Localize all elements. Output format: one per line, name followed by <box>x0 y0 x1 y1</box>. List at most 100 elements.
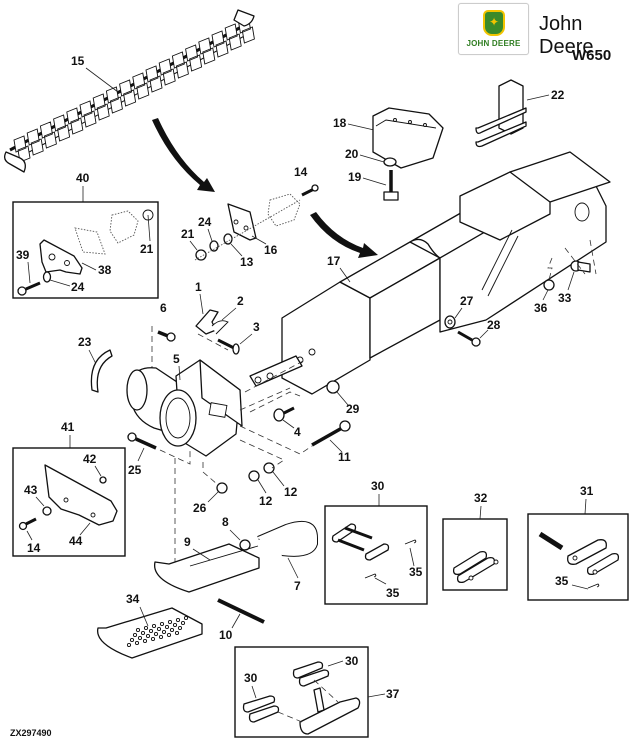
part-25-bolt <box>127 432 157 450</box>
part-19-bolt <box>383 170 399 201</box>
leader-44 <box>79 522 91 536</box>
leader-4 <box>282 419 295 429</box>
leader-31 <box>584 498 587 515</box>
callout-21a: 21 <box>140 242 154 256</box>
callout-44: 44 <box>69 534 83 548</box>
chain-paddle <box>79 100 97 128</box>
leader-27 <box>454 307 463 319</box>
callout-37: 37 <box>386 687 400 701</box>
part-21-nut-2 <box>195 249 207 261</box>
chain-paddle <box>66 107 84 135</box>
callout-30b: 30 <box>345 654 359 668</box>
u-bolt-inner <box>257 522 317 556</box>
callout-24b: 24 <box>198 215 212 229</box>
logo-text: JOHN DEERE <box>466 39 521 48</box>
callout-4: 4 <box>294 425 301 439</box>
callout-22: 22 <box>551 88 565 102</box>
part-23-shield-ring <box>90 349 113 393</box>
part-32-roller-link <box>452 550 499 584</box>
john-deere-logo: ✦ JOHN DEERE <box>458 3 529 55</box>
callout-15: 15 <box>71 54 85 68</box>
leader-15 <box>85 67 119 93</box>
perforation-hole <box>148 628 154 634</box>
leader-29 <box>336 391 349 406</box>
part-10-rod <box>217 598 265 624</box>
part-attachment-link <box>299 687 361 735</box>
leader-43 <box>35 496 45 507</box>
leader-23 <box>88 349 97 365</box>
perforation-hole <box>151 623 157 629</box>
part-12-nut-b <box>248 470 260 482</box>
leader-21b <box>189 240 198 251</box>
leader-30c <box>251 685 257 699</box>
chain-paddle <box>92 93 110 121</box>
reference-code: ZX297490 <box>10 728 52 738</box>
part-9-shield <box>154 543 260 593</box>
leader-7 <box>287 557 299 579</box>
guide-36 <box>547 257 553 281</box>
perforation-hole <box>142 638 148 644</box>
guide-12 <box>239 439 285 469</box>
callout-11: 11 <box>338 450 351 464</box>
part-24-washer <box>42 271 52 283</box>
guide-11 <box>239 425 313 455</box>
leader-12a <box>272 471 285 487</box>
callout-12a: 12 <box>284 485 298 499</box>
leader-35a <box>409 547 415 567</box>
callout-24a: 24 <box>71 280 85 294</box>
leader-13 <box>230 243 243 257</box>
part-24-washer-2 <box>209 240 219 252</box>
flight-outline-2 <box>267 193 301 227</box>
leader-30b <box>327 660 344 667</box>
perforation-hole <box>166 632 172 638</box>
part-29-nut <box>326 380 340 394</box>
brand-title: John Deere <box>539 13 594 58</box>
leader-25 <box>137 447 145 462</box>
chain-paddle <box>198 37 216 65</box>
perforation-hole <box>143 625 149 631</box>
callout-20: 20 <box>345 147 359 161</box>
leader-11 <box>329 439 343 453</box>
callout-17: 17 <box>327 254 341 268</box>
part-28-bolt <box>457 330 481 347</box>
paddle-outline <box>74 227 106 255</box>
part-1-latch <box>195 309 219 335</box>
perforation-hole <box>183 615 189 621</box>
callout-9: 9 <box>184 535 191 549</box>
callout-1: 1 <box>195 280 202 294</box>
callout-34: 34 <box>126 592 140 606</box>
leader-39 <box>27 261 31 284</box>
chain-paddle <box>185 44 203 72</box>
callout-43: 43 <box>24 483 38 497</box>
part-13-spacer <box>223 233 233 245</box>
leader-2 <box>221 307 237 321</box>
part-14-bolt-2 <box>18 517 37 531</box>
leader-18 <box>347 123 375 131</box>
part-36-nut <box>543 279 555 291</box>
inset-box-32 <box>442 518 508 591</box>
part-35-cotter-pin-3 <box>587 583 600 589</box>
callout-23: 23 <box>78 335 92 349</box>
part-15-conveyor-chain <box>4 9 255 173</box>
assembly-arrow-2 <box>310 212 378 258</box>
leader-36 <box>542 289 549 301</box>
callout-41: 41 <box>61 420 75 434</box>
leader-16 <box>251 235 267 245</box>
part-42-nut <box>99 476 107 484</box>
leader-32 <box>479 505 482 520</box>
perforation-hole <box>158 634 164 640</box>
leader-24a <box>49 279 71 287</box>
callout-39: 39 <box>16 248 30 262</box>
guide-26 <box>202 462 218 485</box>
leader-37 <box>367 693 386 698</box>
perforation-hole <box>129 637 135 643</box>
guide-25 <box>159 448 191 465</box>
leader-33 <box>567 271 575 291</box>
perforation-hole <box>180 620 186 626</box>
leader-14b <box>26 530 33 541</box>
part-35-cotter-pin <box>404 539 417 545</box>
part-12-nut-a <box>263 462 275 474</box>
part-17-main-frame <box>249 151 611 395</box>
leader-20 <box>359 154 385 163</box>
